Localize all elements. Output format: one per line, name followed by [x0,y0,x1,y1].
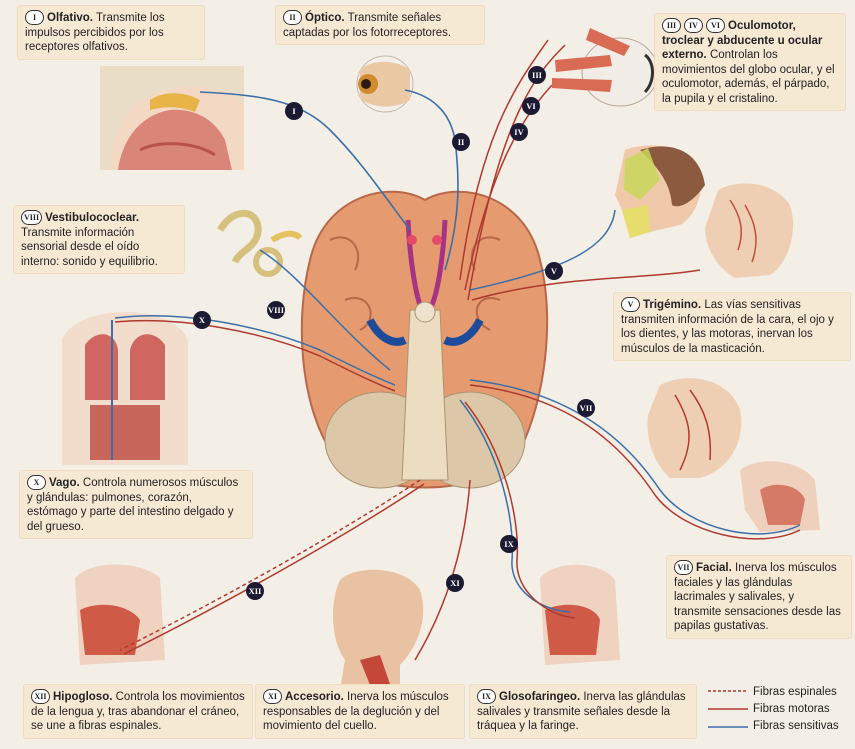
text-vago: Controla numerosos músculos y glándulas:… [27,477,239,533]
text-olfativo: Transmite los impulsos percibidos por lo… [25,12,165,53]
head-section-right-illustration [740,461,820,532]
legend-label-spinal: Fibras espinales [753,685,837,698]
legend-item-spinal: Fibras espinales [705,683,850,700]
badge-XII: XII [31,689,50,704]
text-glosofaringeo: Inerva las glándulas salivales y transmi… [477,691,686,732]
bubble-I: I [285,102,303,120]
badge-III: III [662,18,681,33]
nose-illustration [100,66,244,170]
text-optico: Transmite señales captadas por los fotor… [283,12,452,39]
torso-illustration [62,312,188,465]
bubble-VII: VII [577,399,595,417]
bubble-VIII: VIII [267,301,285,319]
title-trigemino: Trigémino. [643,299,702,311]
eye-illustration [356,55,414,113]
legend: Fibras espinales Fibras motoras Fibras s… [705,683,850,734]
badge-VI: VI [706,18,725,33]
badge-V: V [621,297,640,312]
legend-label-motor: Fibras motoras [753,702,830,715]
badge-IV: IV [684,18,703,33]
title-vestibulococlear: Vestibulococlear. [45,212,140,224]
bubble-II: II [452,133,470,151]
bubble-V: V [545,262,563,280]
badge-I: I [25,10,44,25]
legend-item-sensory: Fibras sensitivas [705,717,850,734]
badge-II: II [283,10,302,25]
bubble-XII: XII [246,582,264,600]
badge-VII: VII [674,560,693,575]
badge-IX: IX [477,689,496,704]
legend-item-motor: Fibras motoras [705,700,850,717]
face-nerve-illustration [705,183,794,278]
title-hipogloso: Hipogloso. [53,691,113,703]
text-accesorio: Inerva los músculos responsables de la d… [263,691,449,732]
title-accesorio: Accesorio. [285,691,344,703]
badge-XI: XI [263,689,282,704]
eye-muscles-illustration [552,28,659,107]
bubble-IV: IV [510,123,528,141]
title-optico: Óptico. [305,12,345,24]
title-oculomotor: Oculomotor, troclear y abducente u ocula… [662,20,823,61]
title-facial: Facial. [696,562,732,574]
legend-lines [708,690,748,728]
badge-X: X [27,475,46,490]
bubble-X: X [193,311,211,329]
text-hipogloso: Controla los movimientos de la lengua y,… [31,691,245,732]
head-glossopharyngeal-illustration [540,564,620,665]
bubble-III: III [528,66,546,84]
title-glosofaringeo: Glosofaringeo. [499,691,581,703]
badge-VIII: VIII [21,210,43,225]
face-green-illustration [615,145,705,238]
head-hypoglossal-illustration [75,564,165,665]
text-trigemino: Las vías sensitivas transmiten informaci… [621,299,834,355]
bubble-VI: VI [522,97,540,115]
bubble-IX: IX [500,535,518,553]
title-vago: Vago. [49,477,80,489]
bubble-XI: XI [446,574,464,592]
text-vestibulococlear: Transmite información sensorial desde el… [21,226,158,268]
text-facial: Inerva los músculos faciales y las glánd… [674,562,841,632]
ear-illustration [217,209,303,277]
head-accessory-illustration [333,569,424,690]
head-facial-illustration [647,378,742,478]
title-olfativo: Olfativo. [47,12,94,24]
brain-illustration [300,190,549,489]
legend-label-sensory: Fibras sensitivas [753,719,839,732]
nerve-pathways [114,39,801,661]
text-oculomotor: Controlan los movimientos del globo ocul… [662,49,835,105]
